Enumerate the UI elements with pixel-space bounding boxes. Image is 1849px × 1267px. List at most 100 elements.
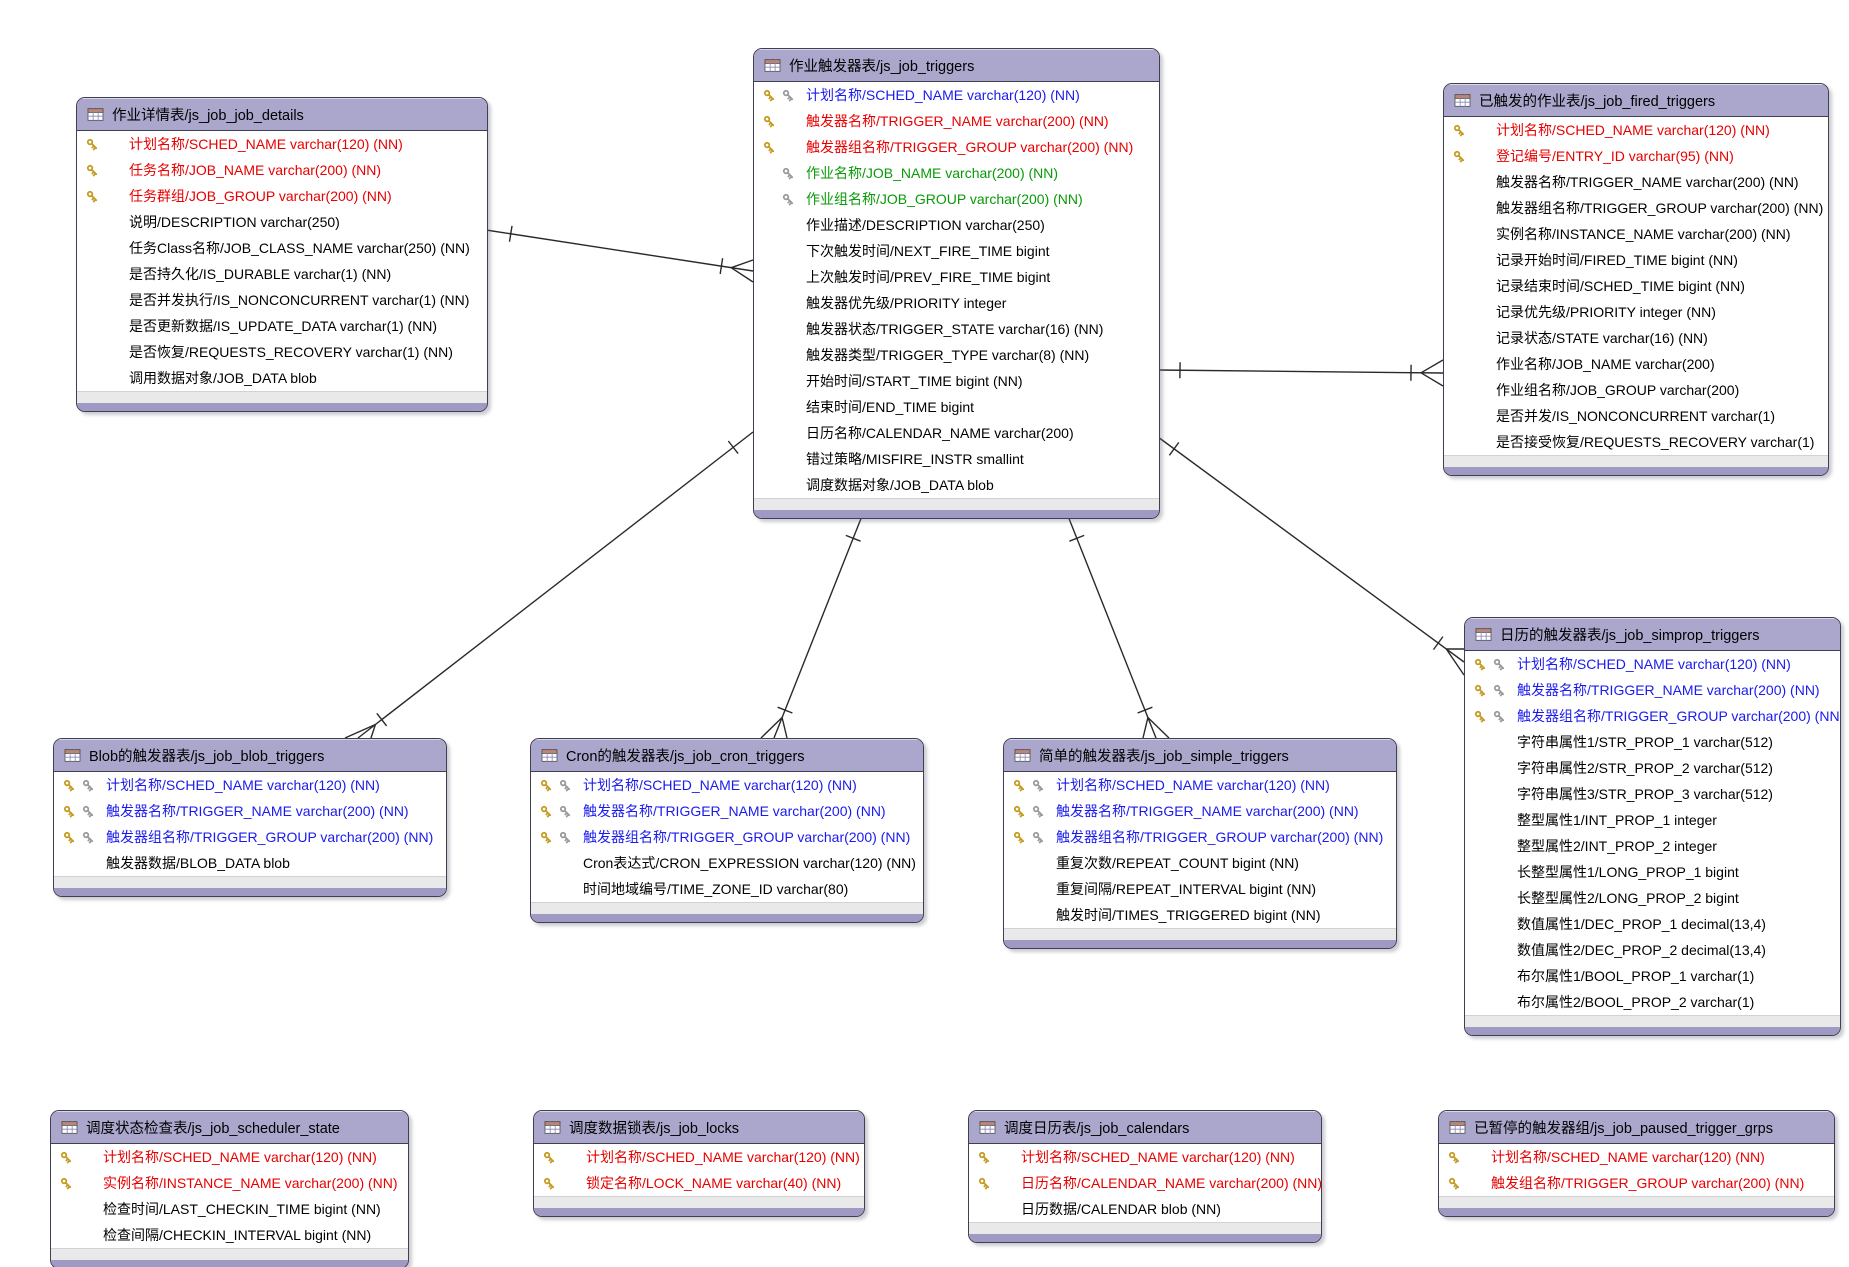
table-row[interactable]: 是否恢复/REQUESTS_RECOVERY varchar(1) (NN) [77,339,487,365]
table-row[interactable]: 是否并发执行/IS_NONCONCURRENT varchar(1) (NN) [77,287,487,313]
table-row[interactable]: 上次触发时间/PREV_FIRE_TIME bigint [754,264,1159,290]
table-row[interactable]: 计划名称/SCHED_NAME varchar(120) (NN) [77,131,487,157]
table-row[interactable]: 计划名称/SCHED_NAME varchar(120) (NN) [1439,1144,1834,1170]
table-row[interactable]: 触发器数据/BLOB_DATA blob [54,850,446,876]
table-header-calendars[interactable]: 调度日历表/js_job_calendars [969,1111,1321,1144]
table-row[interactable]: 开始时间/START_TIME bigint (NN) [754,368,1159,394]
table-row[interactable]: 长整型属性2/LONG_PROP_2 bigint [1465,885,1840,911]
table-row[interactable]: 任务Class名称/JOB_CLASS_NAME varchar(250) (N… [77,235,487,261]
table-row[interactable]: 记录开始时间/FIRED_TIME bigint (NN) [1444,247,1828,273]
table-row[interactable]: 是否更新数据/IS_UPDATE_DATA varchar(1) (NN) [77,313,487,339]
table-row[interactable]: 触发器名称/TRIGGER_NAME varchar(200) (NN) [54,798,446,824]
table-row[interactable]: 整型属性1/INT_PROP_1 integer [1465,807,1840,833]
table-header-scheduler_state[interactable]: 调度状态检查表/js_job_scheduler_state [51,1111,408,1144]
table-row[interactable]: 作业名称/JOB_NAME varchar(200) [1444,351,1828,377]
table-locks[interactable]: 调度数据锁表/js_job_locks 计划名称/SCHED_NAME varc… [533,1110,865,1217]
table-header-cron_triggers[interactable]: Cron的触发器表/js_job_cron_triggers [531,739,923,772]
table-row[interactable]: 计划名称/SCHED_NAME varchar(120) (NN) [754,82,1159,108]
table-header-simprop_triggers[interactable]: 日历的触发器表/js_job_simprop_triggers [1465,618,1840,651]
table-row[interactable]: 下次触发时间/NEXT_FIRE_TIME bigint [754,238,1159,264]
table-row[interactable]: 说明/DESCRIPTION varchar(250) [77,209,487,235]
table-row[interactable]: 日历名称/CALENDAR_NAME varchar(200) (NN) [969,1170,1321,1196]
table-header-job_details[interactable]: 作业详情表/js_job_job_details [77,98,487,131]
table-row[interactable]: 触发器名称/TRIGGER_NAME varchar(200) (NN) [1465,677,1840,703]
table-row[interactable]: 触发器组名称/TRIGGER_GROUP varchar(200) (NN) [1004,824,1396,850]
table-row[interactable]: 锁定名称/LOCK_NAME varchar(40) (NN) [534,1170,864,1196]
table-row[interactable]: 数值属性2/DEC_PROP_2 decimal(13,4) [1465,937,1840,963]
table-row[interactable]: 布尔属性1/BOOL_PROP_1 varchar(1) [1465,963,1840,989]
table-scheduler_state[interactable]: 调度状态检查表/js_job_scheduler_state 计划名称/SCHE… [50,1110,409,1267]
table-row[interactable]: 结束时间/END_TIME bigint [754,394,1159,420]
table-row[interactable]: 作业组名称/JOB_GROUP varchar(200) (NN) [754,186,1159,212]
table-row[interactable]: 日历名称/CALENDAR_NAME varchar(200) [754,420,1159,446]
table-row[interactable]: 检查时间/LAST_CHECKIN_TIME bigint (NN) [51,1196,408,1222]
table-header-fired_triggers[interactable]: 已触发的作业表/js_job_fired_triggers [1444,84,1828,117]
table-row[interactable]: 作业描述/DESCRIPTION varchar(250) [754,212,1159,238]
table-row[interactable]: 触发器名称/TRIGGER_NAME varchar(200) (NN) [1004,798,1396,824]
table-row[interactable]: 计划名称/SCHED_NAME varchar(120) (NN) [51,1144,408,1170]
table-cron_triggers[interactable]: Cron的触发器表/js_job_cron_triggers 计划名称/SCHE… [530,738,924,923]
table-row[interactable]: 日历数据/CALENDAR blob (NN) [969,1196,1321,1222]
table-row[interactable]: 计划名称/SCHED_NAME varchar(120) (NN) [969,1144,1321,1170]
table-fired_triggers[interactable]: 已触发的作业表/js_job_fired_triggers 计划名称/SCHED… [1443,83,1829,476]
table-row[interactable]: Cron表达式/CRON_EXPRESSION varchar(120) (NN… [531,850,923,876]
table-row[interactable]: 字符串属性3/STR_PROP_3 varchar(512) [1465,781,1840,807]
table-row[interactable]: 触发器名称/TRIGGER_NAME varchar(200) (NN) [754,108,1159,134]
table-row[interactable]: 布尔属性2/BOOL_PROP_2 varchar(1) [1465,989,1840,1015]
table-row[interactable]: 是否持久化/IS_DURABLE varchar(1) (NN) [77,261,487,287]
table-row[interactable]: 是否接受恢复/REQUESTS_RECOVERY varchar(1) [1444,429,1828,455]
table-job_details[interactable]: 作业详情表/js_job_job_details 计划名称/SCHED_NAME… [76,97,488,412]
table-calendars[interactable]: 调度日历表/js_job_calendars 计划名称/SCHED_NAME v… [968,1110,1322,1243]
table-paused_trigger_grps[interactable]: 已暂停的触发器组/js_job_paused_trigger_grps 计划名称… [1438,1110,1835,1217]
table-header-paused_trigger_grps[interactable]: 已暂停的触发器组/js_job_paused_trigger_grps [1439,1111,1834,1144]
table-row[interactable]: 计划名称/SCHED_NAME varchar(120) (NN) [1465,651,1840,677]
table-header-triggers[interactable]: 作业触发器表/js_job_triggers [754,49,1159,82]
table-row[interactable]: 记录优先级/PRIORITY integer (NN) [1444,299,1828,325]
table-row[interactable]: 记录结束时间/SCHED_TIME bigint (NN) [1444,273,1828,299]
table-row[interactable]: 触发器组名称/TRIGGER_GROUP varchar(200) (NN) [531,824,923,850]
table-row[interactable]: 计划名称/SCHED_NAME varchar(120) (NN) [534,1144,864,1170]
table-row[interactable]: 触发器状态/TRIGGER_STATE varchar(16) (NN) [754,316,1159,342]
table-row[interactable]: 触发时间/TIMES_TRIGGERED bigint (NN) [1004,902,1396,928]
table-simple_triggers[interactable]: 简单的触发器表/js_job_simple_triggers 计划名称/SCHE… [1003,738,1397,949]
table-row[interactable]: 触发器优先级/PRIORITY integer [754,290,1159,316]
table-row[interactable]: 触发器组名称/TRIGGER_GROUP varchar(200) (NN) [54,824,446,850]
table-row[interactable]: 整型属性2/INT_PROP_2 integer [1465,833,1840,859]
table-row[interactable]: 触发器名称/TRIGGER_NAME varchar(200) (NN) [531,798,923,824]
table-row[interactable]: 字符串属性1/STR_PROP_1 varchar(512) [1465,729,1840,755]
table-header-locks[interactable]: 调度数据锁表/js_job_locks [534,1111,864,1144]
table-row[interactable]: 重复间隔/REPEAT_INTERVAL bigint (NN) [1004,876,1396,902]
table-row[interactable]: 触发器组名称/TRIGGER_GROUP varchar(200) (NN) [754,134,1159,160]
table-row[interactable]: 错过策略/MISFIRE_INSTR smallint [754,446,1159,472]
table-blob_triggers[interactable]: Blob的触发器表/js_job_blob_triggers 计划名称/SCHE… [53,738,447,897]
table-triggers[interactable]: 作业触发器表/js_job_triggers 计划名称/SCHED_NAME v… [753,48,1160,519]
table-row[interactable]: 计划名称/SCHED_NAME varchar(120) (NN) [531,772,923,798]
table-row[interactable]: 触发器组名称/TRIGGER_GROUP varchar(200) (NN) [1444,195,1828,221]
table-row[interactable]: 数值属性1/DEC_PROP_1 decimal(13,4) [1465,911,1840,937]
table-row[interactable]: 登记编号/ENTRY_ID varchar(95) (NN) [1444,143,1828,169]
table-row[interactable]: 计划名称/SCHED_NAME varchar(120) (NN) [1004,772,1396,798]
table-row[interactable]: 是否并发/IS_NONCONCURRENT varchar(1) [1444,403,1828,429]
table-row[interactable]: 触发器名称/TRIGGER_NAME varchar(200) (NN) [1444,169,1828,195]
table-row[interactable]: 任务名称/JOB_NAME varchar(200) (NN) [77,157,487,183]
table-row[interactable]: 计划名称/SCHED_NAME varchar(120) (NN) [54,772,446,798]
table-row[interactable]: 实例名称/INSTANCE_NAME varchar(200) (NN) [51,1170,408,1196]
table-row[interactable]: 触发器组名称/TRIGGER_GROUP varchar(200) (NN) [1465,703,1840,729]
table-row[interactable]: 计划名称/SCHED_NAME varchar(120) (NN) [1444,117,1828,143]
table-header-simple_triggers[interactable]: 简单的触发器表/js_job_simple_triggers [1004,739,1396,772]
table-row[interactable]: 检查间隔/CHECKIN_INTERVAL bigint (NN) [51,1222,408,1248]
table-row[interactable]: 实例名称/INSTANCE_NAME varchar(200) (NN) [1444,221,1828,247]
table-row[interactable]: 触发组名称/TRIGGER_GROUP varchar(200) (NN) [1439,1170,1834,1196]
table-row[interactable]: 任务群组/JOB_GROUP varchar(200) (NN) [77,183,487,209]
table-row[interactable]: 字符串属性2/STR_PROP_2 varchar(512) [1465,755,1840,781]
table-row[interactable]: 触发器类型/TRIGGER_TYPE varchar(8) (NN) [754,342,1159,368]
table-row[interactable]: 调度数据对象/JOB_DATA blob [754,472,1159,498]
table-row[interactable]: 时间地域编号/TIME_ZONE_ID varchar(80) [531,876,923,902]
table-header-blob_triggers[interactable]: Blob的触发器表/js_job_blob_triggers [54,739,446,772]
table-row[interactable]: 调用数据对象/JOB_DATA blob [77,365,487,391]
table-row[interactable]: 长整型属性1/LONG_PROP_1 bigint [1465,859,1840,885]
table-row[interactable]: 重复次数/REPEAT_COUNT bigint (NN) [1004,850,1396,876]
table-row[interactable]: 记录状态/STATE varchar(16) (NN) [1444,325,1828,351]
table-simprop_triggers[interactable]: 日历的触发器表/js_job_simprop_triggers 计划名称/SCH… [1464,617,1841,1036]
table-row[interactable]: 作业名称/JOB_NAME varchar(200) (NN) [754,160,1159,186]
